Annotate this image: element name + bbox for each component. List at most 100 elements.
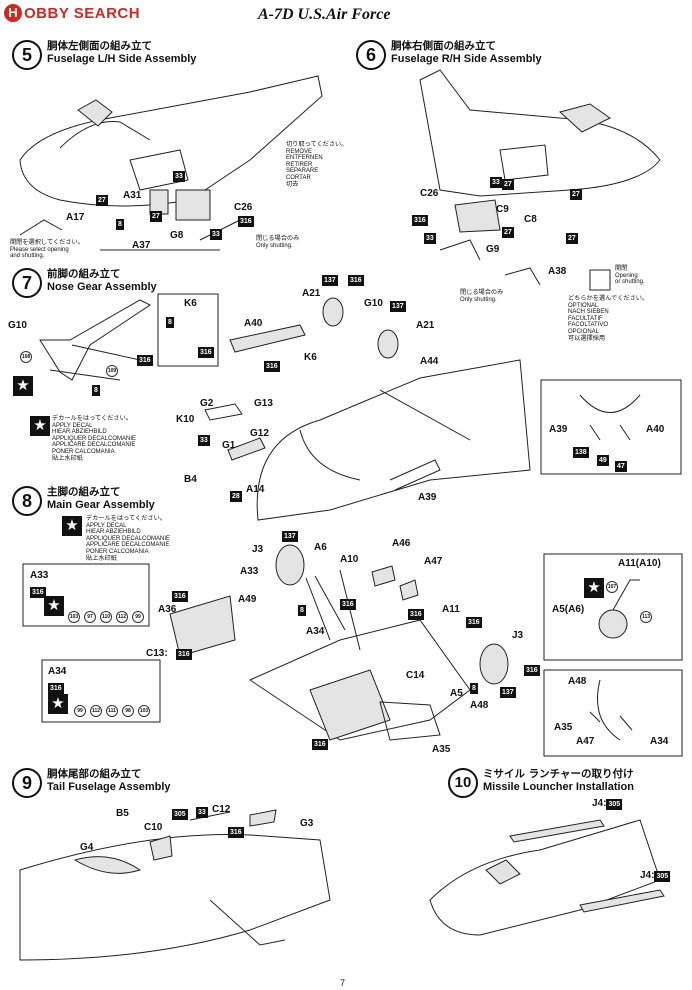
part-label: A33 [30,570,49,581]
decal-star-icon: ★ [62,516,82,536]
part-label: B4 [184,474,197,485]
step-number: 6 [356,40,386,70]
step-title-en: Missile Louncher Installation [483,781,634,793]
part-label: 8 [298,605,306,616]
part-label: A34 [48,666,67,677]
part-label: 316 [30,587,46,598]
part-label: 33 [173,171,185,182]
part-label: G1 [222,440,236,451]
note-line: APPLIQUER DECALCOMANIE [52,435,137,442]
part-label: A36 [158,604,177,615]
note-line: FACULTATIF [568,315,603,322]
decal-star-icon: ★ [584,578,604,598]
fuselage-right-drawing [419,69,661,291]
part-label: A5 [450,688,463,699]
note-line: PONER CALCOMANIA [52,448,115,455]
note-line: CORTAR [286,174,311,181]
part-label: 98 [122,704,134,717]
note-line: ENTFERNEN [286,155,323,162]
part-label: 316 [176,649,192,660]
part-label: 316 [48,683,64,694]
tail-fuselage-drawing [19,809,331,961]
part-label: 33 [198,435,210,446]
part-label: 27 [566,233,578,244]
part-label: 33 [196,807,208,818]
part-label: 99 [132,610,144,623]
optional-note: どちらかを選んでください。 OPTIONAL NACH SIEBEN FACUL… [568,295,649,342]
part-label: 107 [606,580,618,593]
note-line: FACOLTATIVO [568,322,609,329]
note-line: デカールをはってください。 [52,415,132,422]
part-label: G2 [200,398,214,409]
part-label: A46 [392,538,411,549]
part-label: 33 [424,233,436,244]
part-label: A14 [246,484,265,495]
part-label: 112 [90,704,102,717]
fuselage-left-drawing [19,75,323,251]
step-title-jp: 胴体左側面の組み立て [47,40,152,52]
part-label: 47 [615,461,627,472]
part-label: A10 [340,554,359,565]
step-title-en: Nose Gear Assembly [47,281,157,293]
part-label: 27 [96,195,108,206]
part-label: G12 [250,428,269,439]
note-line: 閉じる場合のみ [256,235,300,242]
note-line: 閉じる場合のみ [460,289,504,296]
opening-select-note: 開閉を選択してください。 Please select opening and s… [10,239,84,260]
page-number: 7 [340,978,346,988]
part-label: 137 [390,301,406,312]
part-label: C26 [420,188,439,199]
part-label: A35 [432,744,451,755]
part-label: 316 [228,827,244,838]
part-label: 112 [116,610,128,623]
part-label: 316 [238,216,254,227]
nose-gear-drawing [39,293,682,521]
part-label: 316 [198,347,214,358]
part-label: 316 [524,665,540,676]
part-label: K6 [304,352,317,363]
part-label: J4:305 [640,870,671,882]
part-label: 316 [466,617,482,628]
opening-note-right: 開閉 Opening or shutting. [615,265,645,286]
decal-star-icon: ★ [48,694,68,714]
logo-mark: H [4,4,22,22]
step-title-jp: 胴体右側面の組み立て [391,40,496,52]
part-label: 316 [348,275,364,286]
note-line: 開閉 [615,265,628,272]
note-line: or shutting. [615,279,645,286]
part-label: J4:305 [592,798,623,810]
note-line: どちらかを選んでください。 [568,295,649,302]
part-label: A17 [66,212,85,223]
part-label: G9 [486,244,500,255]
part-label: 8 [92,385,100,396]
note-line: 切り取ってください。 [286,141,348,148]
note-line: RETIRER [286,161,313,168]
part-label: G13 [254,398,273,409]
part-label: A34 [306,626,325,637]
step-number: 5 [12,40,42,70]
part-label: 27 [150,211,162,222]
part-label: G3 [300,818,314,829]
part-label: A47 [576,736,595,747]
part-label: 316 [264,361,280,372]
main-gear-drawing [22,544,683,757]
note-line: and shutting. [10,253,45,260]
part-label: 27 [570,189,582,200]
hobby-search-logo: H OBBY SEARCH [4,4,140,22]
part-label: A39 [418,492,437,503]
part-label: G10 [8,320,27,331]
decal-star-icon: ★ [30,416,50,436]
step-title-jp: 主脚の組み立て [47,486,121,498]
missile-launcher-drawing [429,819,665,936]
step-number: 7 [12,268,42,298]
note-line: APPLICARE DECALCOMANIE [86,542,170,549]
part-label: A6 [314,542,327,553]
step-title-en: Fuselage R/H Side Assembly [391,53,542,65]
step-number: 8 [12,486,42,516]
part-label: A31 [123,190,142,201]
part-label: A34 [650,736,669,747]
